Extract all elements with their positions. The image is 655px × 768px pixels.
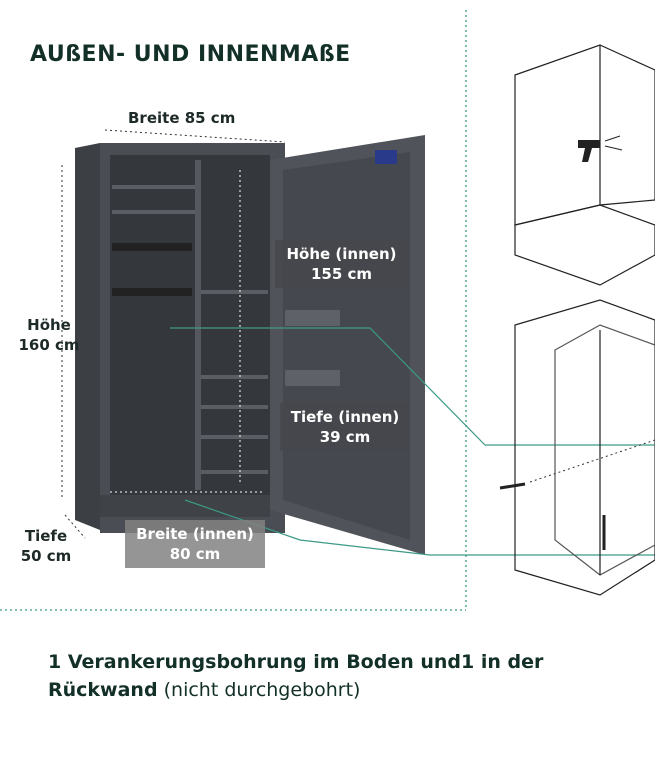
outer-height-value: 160 cm [18,336,80,354]
anchoring-caption: 1 Verankerungsbohrung im Boden und1 in d… [48,648,655,704]
outer-height-label: Höhe 160 cm [14,315,84,355]
inner-depth-title: Tiefe (innen) [290,408,400,426]
drill-icon [578,135,623,162]
inner-height-title: Höhe (innen) [286,245,397,263]
outer-width-label: Breite 85 cm [128,109,236,127]
safe-body [75,143,285,533]
outer-depth-title: Tiefe [24,527,68,545]
caption-normal: (nicht durchgebohrt) [163,679,361,701]
outer-height-title: Höhe [27,316,71,334]
inner-width-value: 80 cm [169,545,221,563]
safe-door [270,135,425,555]
page-title: AUßEN- UND INNENMAßE [30,42,351,67]
outer-depth-value: 50 cm [20,547,72,565]
caption-bold: 1 Verankerungsbohrung im Boden und1 in d… [48,651,544,701]
inner-height-value: 155 cm [310,265,373,283]
wall-diagram-bottom [514,299,655,596]
inner-width-title: Breite (innen) [136,525,254,543]
inner-depth-value: 39 cm [319,428,371,446]
wall-diagram-top [514,44,655,286]
inner-depth-label: Tiefe (innen) 39 cm [280,403,410,451]
inner-height-label: Höhe (innen) 155 cm [275,240,408,288]
inner-width-label: Breite (innen) 80 cm [125,520,265,568]
anchor-bolt-icon [499,439,655,550]
outer-depth-label: Tiefe 50 cm [14,526,78,566]
